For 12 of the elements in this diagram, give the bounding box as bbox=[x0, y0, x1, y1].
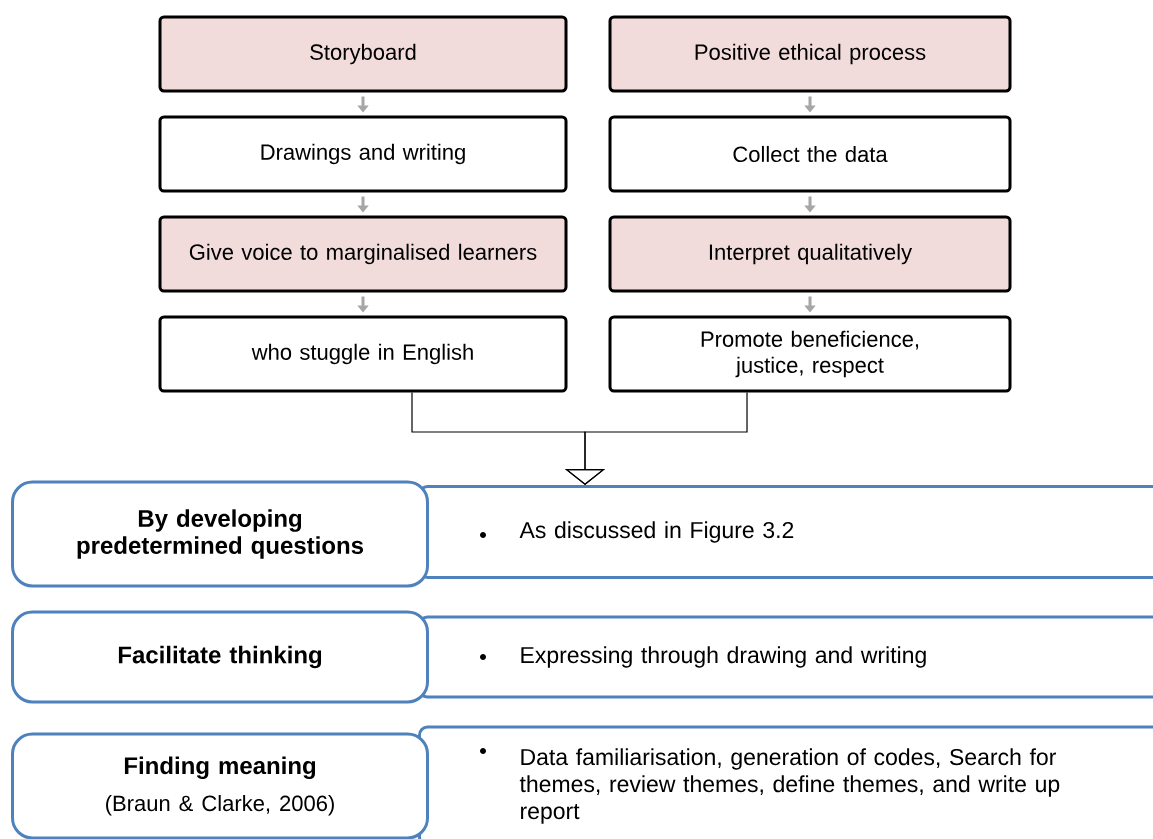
rounded-box: Finding meaning (Braun & Clarke, 2006) bbox=[11, 732, 429, 839]
content-band: Data familiarisation, generation of codes, Search for themes, review themes, define themes, and write up report bbox=[418, 725, 1153, 839]
process-box: who stuggle in English bbox=[158, 315, 568, 393]
rounded-box: Facilitate thinking bbox=[11, 610, 429, 704]
process-box: Drawings and writing bbox=[158, 115, 568, 193]
process-box: Collect the data bbox=[608, 115, 1012, 193]
process-box: Give voice to marginalised learners bbox=[158, 215, 568, 293]
process-box: Promote beneficience, justice, respect bbox=[608, 315, 1012, 393]
process-box: Storyboard bbox=[158, 15, 568, 93]
process-box: Interpret qualitatively bbox=[608, 215, 1012, 293]
rounded-box: By developing predetermined questions bbox=[11, 480, 429, 588]
process-box: Positive ethical process bbox=[608, 15, 1012, 93]
